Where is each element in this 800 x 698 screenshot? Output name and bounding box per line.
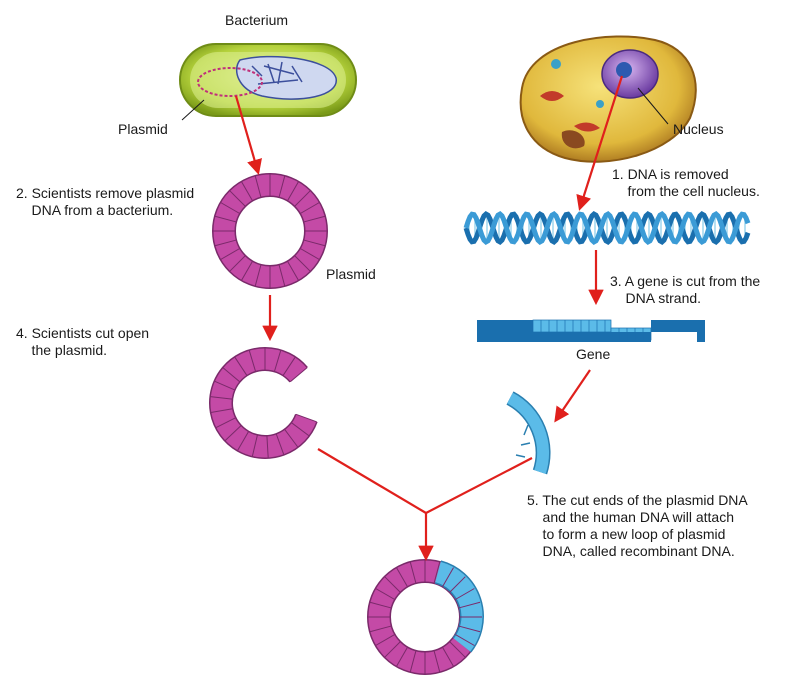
step-2-text: 2. Scientists remove plasmid DNA from a … — [16, 185, 195, 218]
merge-line-right — [425, 457, 533, 514]
recombinant-plasmid — [367, 559, 484, 675]
leader-lines — [181, 87, 669, 125]
connector-lines — [234, 75, 624, 562]
nucleus-label: Nucleus — [673, 121, 724, 137]
step-3-text: 3. A gene is cut from the DNA strand. — [610, 273, 761, 306]
arrow-bacterium-to-plasmid — [234, 95, 262, 175]
arrow-gene-to-fragment — [554, 369, 591, 423]
plasmid-label-top: Plasmid — [118, 121, 168, 137]
gene-label: Gene — [576, 346, 611, 362]
cut-plasmid — [209, 347, 318, 459]
plasmid-ring — [212, 173, 328, 289]
step-4-text: 4. Scientists cut open the plasmid. — [16, 325, 150, 358]
step-5-text: 5. The cut ends of the plasmid DNA and t… — [527, 492, 748, 559]
bacterium-illustration — [179, 43, 357, 117]
arrow-nucleus-to-dna — [576, 75, 624, 211]
step-1-text: 1. DNA is removed from the cell nucleus. — [612, 166, 760, 199]
cell-illustration — [519, 35, 697, 163]
gene-strand — [477, 319, 705, 342]
gene-fragment — [506, 391, 551, 475]
plasmid-label-mid: Plasmid — [326, 266, 376, 282]
merge-line-left — [317, 448, 427, 514]
bacterium-label: Bacterium — [225, 12, 289, 28]
dna-helix — [463, 210, 751, 246]
